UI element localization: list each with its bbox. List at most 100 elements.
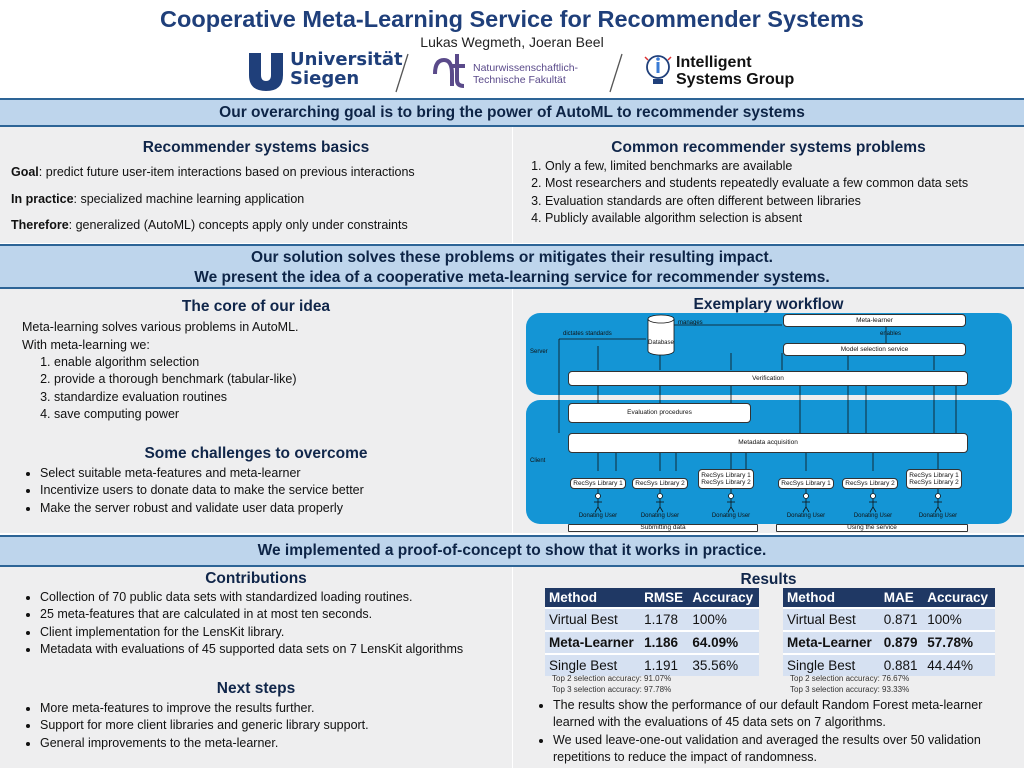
- list-item: Evaluation standards are often different…: [545, 193, 968, 210]
- logo-divider: [395, 53, 409, 93]
- workflow-connectors: [558, 314, 957, 513]
- table-cell: 44.44%: [923, 653, 995, 676]
- table-cell: 64.09%: [688, 630, 759, 654]
- eval-procedures-box: Evaluation procedures: [568, 403, 751, 423]
- table-cell: 0.881: [879, 653, 924, 676]
- list-item: enable algorithm selection: [54, 354, 297, 371]
- lib-line: RecSys Library 2: [701, 479, 751, 486]
- table-header: Accuracy: [688, 588, 759, 608]
- table-row: Single Best 0.881 44.44%: [783, 653, 995, 676]
- top3-accuracy-note: Top 3 selection accuracy: 97.78%: [552, 685, 672, 694]
- core-line1: Meta-learning solves various problems in…: [22, 320, 299, 334]
- problems-list: Only a few, limited benchmarks are avail…: [525, 158, 968, 227]
- challenges-list: Select suitable meta-features and meta-l…: [22, 465, 364, 517]
- results-bullets: The results show the performance of our …: [535, 697, 985, 766]
- table-header: Method: [783, 588, 880, 608]
- donating-user-label: Donating User: [918, 513, 958, 519]
- logo-text-line2: Siegen: [290, 68, 360, 89]
- ntf-emblem-icon: [433, 54, 465, 88]
- recsys-library-box: RecSys Library 2: [842, 478, 898, 489]
- table-cell: Meta-Learner: [783, 630, 880, 654]
- table-cell: 100%: [923, 607, 995, 631]
- goal-banner-text: Our overarching goal is to bring the pow…: [219, 104, 805, 121]
- list-item: Most researchers and students repeatedly…: [545, 175, 968, 192]
- results-table-rmse: Method RMSE Accuracy Virtual Best 1.178 …: [545, 588, 759, 676]
- goal-banner: Our overarching goal is to bring the pow…: [0, 98, 1024, 127]
- contributions-list: Collection of 70 public data sets with s…: [22, 589, 492, 658]
- top2-accuracy-note: Top 2 selection accuracy: 91.07%: [552, 674, 672, 683]
- basics-practice-text: : specialized machine learning applicati…: [73, 192, 305, 206]
- basics-goal: Goal: predict future user-item interacti…: [11, 164, 415, 182]
- list-item: Publicly available algorithm selection i…: [545, 210, 968, 227]
- uni-siegen-logo: Universität Siegen: [246, 50, 416, 92]
- metadata-acquisition-box: Metadata acquisition: [568, 433, 968, 453]
- table-cell: Virtual Best: [545, 607, 641, 631]
- basics-goal-label: Goal: [11, 165, 39, 179]
- ntf-text-line1: Naturwissenschaftlich-: [473, 62, 579, 74]
- recsys-library-box: RecSys Library 1: [778, 478, 834, 489]
- list-item: We used leave-one-out validation and ave…: [553, 732, 985, 767]
- contributions-title: Contributions: [205, 570, 307, 587]
- recsys-library-box: RecSys Library 2: [632, 478, 688, 489]
- using-service-label: Using the service: [776, 524, 968, 532]
- lib-line: RecSys Library 1: [909, 471, 959, 479]
- top2-accuracy-note: Top 2 selection accuracy: 76.67%: [790, 674, 910, 683]
- logo-text-line1: Universität: [290, 49, 403, 70]
- recsys-library-box: RecSys Library 1: [570, 478, 626, 489]
- poc-banner-text: We implemented a proof-of-concept to sho…: [257, 542, 767, 559]
- client-label: Client: [530, 458, 546, 464]
- donating-user-label: Donating User: [853, 513, 893, 519]
- table-header: RMSE: [640, 588, 689, 608]
- table-row: Meta-Learner 0.879 57.78%: [783, 630, 995, 654]
- list-item: Incentivize users to donate data to make…: [40, 482, 364, 499]
- table-row: Virtual Best 0.871 100%: [783, 607, 995, 631]
- lib-line: RecSys Library 1: [701, 471, 751, 479]
- basics-goal-text: : predict future user-item interactions …: [38, 165, 415, 179]
- list-item: Support for more client libraries and ge…: [40, 717, 369, 734]
- manages-label: manages: [678, 320, 703, 326]
- workflow-title: Exemplary workflow: [693, 296, 844, 313]
- meta-learner-box: Meta-learner: [783, 314, 966, 327]
- table-cell: 35.56%: [688, 653, 759, 676]
- table-cell: Meta-Learner: [545, 630, 641, 654]
- table-cell: Virtual Best: [783, 607, 880, 631]
- solution-banner-line2: We present the idea of a cooperative met…: [194, 269, 830, 286]
- poc-banner: We implemented a proof-of-concept to sho…: [0, 535, 1024, 567]
- list-item: Only a few, limited benchmarks are avail…: [545, 158, 968, 175]
- uni-siegen-emblem-icon: [249, 51, 283, 91]
- table-cell: 0.879: [879, 630, 924, 654]
- donating-user-label: Donating User: [578, 513, 618, 519]
- list-item: General improvements to the meta-learner…: [40, 735, 369, 752]
- basics-therefore: Therefore: generalized (AutoML) concepts…: [11, 217, 408, 235]
- next-steps-title: Next steps: [216, 680, 296, 697]
- poster-title: Cooperative Meta-Learning Service for Re…: [160, 6, 864, 32]
- results-panel: Results Method RMSE Accuracy Virtual Bes…: [513, 567, 1024, 768]
- basics-therefore-label: Therefore: [11, 218, 69, 232]
- verification-box: Verification: [568, 371, 968, 386]
- top3-accuracy-note: Top 3 selection accuracy: 93.33%: [790, 685, 910, 694]
- list-item: Client implementation for the LensKit li…: [40, 624, 492, 641]
- isg-logo: Intelligent Systems Group: [644, 52, 814, 94]
- solution-banner: Our solution solves these problems or mi…: [0, 244, 1024, 289]
- list-item: Collection of 70 public data sets with s…: [40, 589, 492, 606]
- lib-line: RecSys Library 2: [909, 479, 959, 486]
- donating-user-label: Donating User: [640, 513, 680, 519]
- core-list: enable algorithm selection provide a tho…: [34, 354, 297, 423]
- table-cell: 57.78%: [923, 630, 995, 654]
- list-item: save computing power: [54, 406, 297, 423]
- basics-title: Recommender systems basics: [142, 139, 370, 156]
- problems-panel: Common recommender systems problems Only…: [513, 127, 1024, 243]
- isg-bulb-icon: [644, 55, 672, 84]
- list-item: More meta-features to improve the result…: [40, 700, 369, 717]
- model-selection-box: Model selection service: [783, 343, 966, 356]
- core-title: The core of our idea: [181, 298, 331, 315]
- list-item: provide a thorough benchmark (tabular-li…: [54, 371, 297, 388]
- problems-title: Common recommender systems problems: [611, 139, 926, 156]
- poster-authors: Lukas Wegmeth, Joeran Beel: [420, 34, 604, 50]
- solution-banner-line1: Our solution solves these problems or mi…: [251, 249, 773, 266]
- basics-practice-label: In practice: [11, 192, 74, 206]
- isg-text-line1: Intelligent: [676, 54, 752, 71]
- basics-practice: In practice: specialized machine learnin…: [11, 191, 304, 209]
